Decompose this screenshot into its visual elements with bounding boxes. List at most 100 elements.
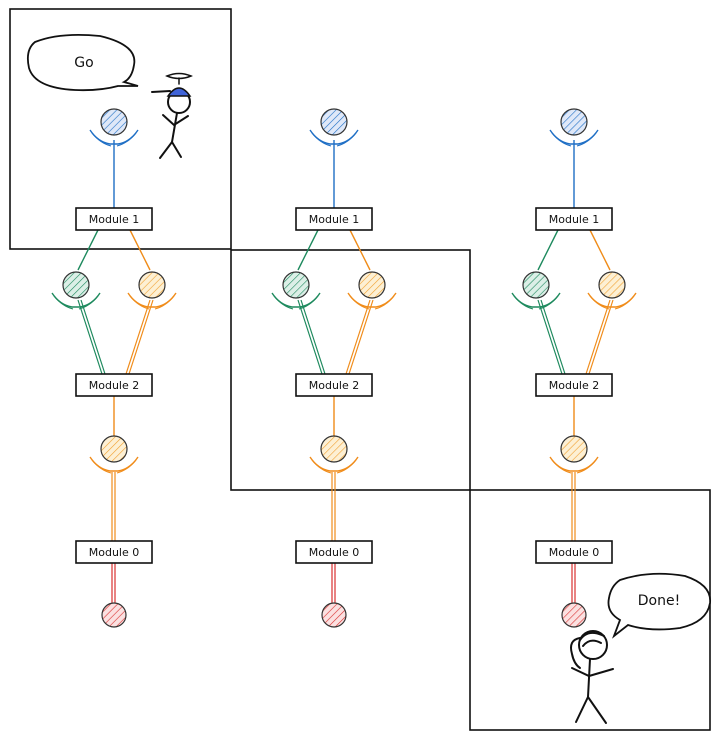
ponytail-icon [570,637,581,669]
edge-module-1-to-orange [589,229,611,271]
input-node [309,108,359,147]
edge-green-to-module-2 [297,299,323,375]
node-arms [91,132,137,147]
edge-orange-to-module-2 [348,299,374,375]
module-1-box: Module 1 [295,207,373,231]
node-arms [551,132,597,147]
edge-orange-to-module-2 [585,299,611,375]
node-circle [101,602,127,628]
figure-head [578,630,608,660]
node-circle [320,108,348,136]
output-node [561,602,587,628]
node-circle [320,435,348,463]
columns-layer: Module 1 Module 2 Module 0 Module 1 Module 2… [51,108,637,628]
edge-green-to-module-2 [300,299,326,375]
edge-module-1-to-green [77,229,99,271]
module-box [75,207,153,231]
branch-node-orange [587,271,637,310]
module-box [535,540,613,564]
edge-module-1-to-orange [349,229,371,271]
merge-node-orange [549,435,599,474]
edge-green-to-module-2 [77,299,103,375]
edge-orange-to-module-2 [125,299,151,375]
edge-green-to-module-2 [537,299,563,375]
column-2: Module 1 Module 2 Module 0 [271,108,397,628]
merge-node-orange [309,435,359,474]
module-label: Module 0 [549,546,600,559]
figure-arms [571,667,614,678]
node-circle [358,271,386,299]
module-label: Module 2 [309,379,360,392]
node-circle [598,271,626,299]
propeller-icon [165,72,193,80]
node-arms [589,295,635,310]
speech-bubble-go: Go [26,33,139,92]
branch-node-green [511,271,561,310]
module-box [535,373,613,397]
module-label: Module 1 [309,213,360,226]
edge-green-to-module-2 [80,299,106,375]
module-2-box: Module 2 [75,373,153,397]
edge-module-1-to-green [297,229,319,271]
frame-stage-3 [469,489,711,731]
node-arms [311,132,357,147]
branch-node-orange [127,271,177,310]
module-label: Module 1 [89,213,140,226]
ponytail-figure [570,630,614,724]
edge-orange-to-module-2 [588,299,614,375]
hair-icon [579,631,605,647]
node-arms [129,295,175,310]
node-circle [138,271,166,299]
node-circle [62,271,90,299]
node-arms [551,459,597,474]
edge-module-1-to-green [537,229,559,271]
edge-orange-to-module-2 [345,299,371,375]
frame-stage-1 [9,8,232,250]
branch-node-green [271,271,321,310]
output-node [321,602,347,628]
module-0-box: Module 0 [75,540,153,564]
module-box [295,207,373,231]
node-circle [560,435,588,463]
node-circle [321,602,347,628]
node-arms [349,295,395,310]
node-arms [513,295,559,310]
figure-body [587,658,591,698]
input-node [549,108,599,147]
input-node [89,108,139,147]
module-2-box: Module 2 [295,373,373,397]
speech-text-done: Done! [638,593,680,609]
module-box [75,373,153,397]
module-1-box: Module 1 [75,207,153,231]
node-arms [53,295,99,310]
node-circle [282,271,310,299]
figure-body [171,112,178,143]
node-arms [311,459,357,474]
figure-arms [162,114,189,127]
highlight-frames [9,8,711,731]
propeller-figure [151,72,193,159]
module-label: Module 2 [89,379,140,392]
node-arms [91,459,137,474]
module-2-box: Module 2 [535,373,613,397]
edge-orange-to-module-2 [128,299,154,375]
branch-node-green [51,271,101,310]
speech-text-go: Go [74,55,93,71]
node-circle [561,602,587,628]
module-label: Module 0 [89,546,140,559]
output-node [101,602,127,628]
cap-brim [151,90,171,93]
module-0-box: Module 0 [295,540,373,564]
figure-legs [159,140,182,159]
node-circle [100,435,128,463]
column-1: Module 1 Module 2 Module 0 [51,108,177,628]
node-circle [100,108,128,136]
module-label: Module 2 [549,379,600,392]
node-arms [273,295,319,310]
module-box [75,540,153,564]
frame-stage-2 [230,249,471,491]
figure-legs [575,695,607,724]
module-label: Module 0 [309,546,360,559]
